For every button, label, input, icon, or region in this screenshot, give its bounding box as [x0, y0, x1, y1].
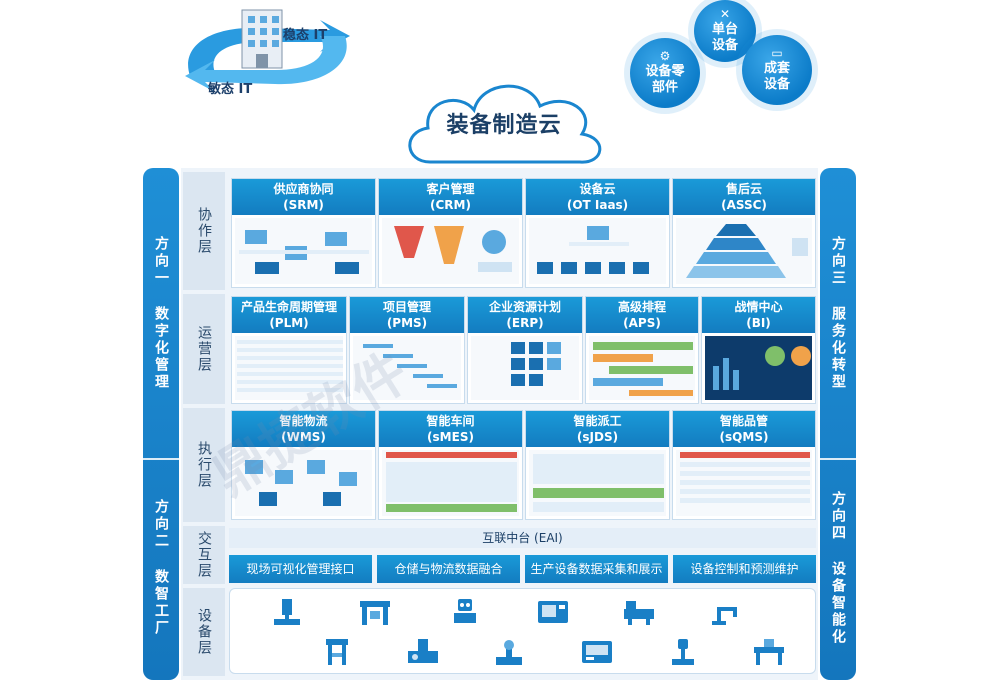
layer-collab-label: 协作层	[183, 172, 225, 290]
module-name: 项目管理	[382, 300, 431, 314]
module-code: (OT Iaas)	[566, 198, 629, 212]
module-preview	[471, 336, 579, 400]
building-icon	[241, 9, 283, 69]
pyramid-graphic	[686, 224, 808, 278]
funnel-chart-graphic	[394, 226, 512, 272]
module-code: (sQMS)	[719, 430, 769, 444]
bubble-device-parts: ⚙ 设备零部件	[630, 38, 700, 108]
module-name: 产品生命周期管理	[240, 300, 337, 314]
module-preview	[353, 336, 461, 400]
module-name: 战情中心	[734, 300, 783, 314]
module-code: (PMS)	[386, 316, 428, 330]
layer-execute-label: 执行层	[183, 408, 225, 522]
bubble-label: 成套设备	[763, 61, 790, 92]
module-card-plm[interactable]: 产品生命周期管理 (PLM)	[231, 296, 347, 404]
workbench-icon	[754, 639, 784, 665]
machining-center-icon	[582, 641, 612, 663]
device-area	[229, 588, 816, 674]
side-divider	[820, 458, 856, 460]
module-card-crm[interactable]: 客户管理 (CRM)	[378, 178, 523, 288]
module-preview	[705, 336, 812, 400]
module-preview	[589, 336, 695, 400]
module-code: (BI)	[746, 316, 771, 330]
interface-warehouse-logistics[interactable]: 仓储与物流数据融合	[377, 555, 520, 583]
module-preview	[676, 218, 812, 284]
interface-data-collection[interactable]: 生产设备数据采集和展示	[525, 555, 668, 583]
direction-3-label: 方向三 服务化转型	[830, 235, 846, 391]
module-preview	[235, 218, 372, 284]
module-name: 企业资源计划	[488, 300, 561, 314]
side-bar-left: 方向一 数字化管理 方向二 数智工厂	[143, 168, 179, 680]
module-card-erp[interactable]: 企业资源计划 (ERP)	[467, 296, 583, 404]
module-code: (APS)	[623, 316, 661, 330]
layer-interact-label: 交互层	[183, 526, 225, 584]
module-preview	[529, 450, 666, 516]
interface-visualization[interactable]: 现场可视化管理接口	[229, 555, 372, 583]
module-name: 智能派工	[573, 414, 622, 428]
cloud-title: 装备制造云	[446, 113, 562, 138]
module-card-sqms[interactable]: 智能品管 (sQMS)	[672, 410, 816, 520]
module-name: 智能物流	[279, 414, 328, 428]
inspection-station-icon	[672, 639, 694, 665]
module-name: 客户管理	[426, 182, 475, 196]
side-bar-right: 方向三 服务化转型 方向四 设备智能化	[820, 168, 856, 680]
eai-band: 互联中台 (EAI)	[229, 528, 816, 548]
gantry-machine-icon	[360, 601, 390, 625]
module-code: (ERP)	[506, 316, 544, 330]
module-preview	[235, 336, 343, 400]
module-card-pms[interactable]: 项目管理 (PMS)	[349, 296, 465, 404]
module-code: (WMS)	[281, 430, 326, 444]
module-card-ot-iaas[interactable]: 设备云 (OT Iaas)	[525, 178, 670, 288]
direction-1-label: 方向一 数字化管理	[153, 235, 169, 391]
bubble-label: 单台设备	[711, 22, 738, 53]
module-card-smes[interactable]: 智能车间 (sMES)	[378, 410, 523, 520]
module-preview	[676, 450, 812, 516]
grinder-icon	[496, 640, 522, 665]
screen-icon: ▭	[771, 46, 783, 60]
interface-device-control[interactable]: 设备控制和预测维护	[673, 555, 816, 583]
module-card-assc[interactable]: 售后云 (ASSC)	[672, 178, 816, 288]
module-code: (sJDS)	[576, 430, 619, 444]
press-machine-icon	[326, 639, 348, 665]
layer-operate-label: 运营层	[183, 294, 225, 404]
module-name: 售后云	[725, 182, 762, 196]
module-name: 智能车间	[426, 414, 475, 428]
part-icon: ⚙	[659, 49, 671, 63]
module-card-sjds[interactable]: 智能派工 (sJDS)	[525, 410, 670, 520]
module-preview	[235, 450, 372, 516]
stable-it-label: 稳态 IT	[283, 28, 328, 43]
module-card-wms[interactable]: 智能物流 (WMS)	[231, 410, 376, 520]
direction-2-label: 方向二 数智工厂	[153, 499, 169, 637]
milling-machine-icon	[408, 639, 438, 663]
agile-it-label: 敏态 IT	[208, 82, 253, 97]
direction-4-label: 方向四 设备智能化	[830, 490, 846, 646]
module-card-srm[interactable]: 供应商协同 (SRM)	[231, 178, 376, 288]
module-name: 供应商协同	[273, 182, 334, 196]
module-preview	[529, 218, 666, 284]
robot-icon	[454, 599, 476, 623]
bubble-label: 设备零部件	[645, 64, 685, 95]
wrench-icon: ✕	[719, 7, 731, 21]
cnc-machine-icon	[538, 601, 568, 623]
module-preview	[382, 450, 519, 516]
module-code: (PLM)	[269, 316, 309, 330]
bubble-complete-device: ▭ 成套设备	[742, 35, 812, 105]
module-card-aps[interactable]: 高级排程 (APS)	[585, 296, 699, 404]
side-divider	[143, 458, 179, 460]
module-code: (CRM)	[430, 198, 471, 212]
module-card-bi[interactable]: 战情中心 (BI)	[701, 296, 816, 404]
layer-device-label: 设备层	[183, 588, 225, 676]
module-preview	[382, 218, 519, 284]
module-name: 智能品管	[719, 414, 768, 428]
it-swirl-graphic	[185, 9, 350, 92]
module-code: (ASSC)	[721, 198, 767, 212]
robot-arm-icon	[712, 607, 737, 625]
cloud-icon	[408, 84, 602, 164]
module-code: (SRM)	[283, 198, 324, 212]
module-name: 高级排程	[617, 300, 666, 314]
module-name: 设备云	[579, 182, 616, 196]
drill-press-icon	[274, 599, 300, 625]
lathe-icon	[624, 601, 654, 625]
module-code: (sMES)	[427, 430, 474, 444]
